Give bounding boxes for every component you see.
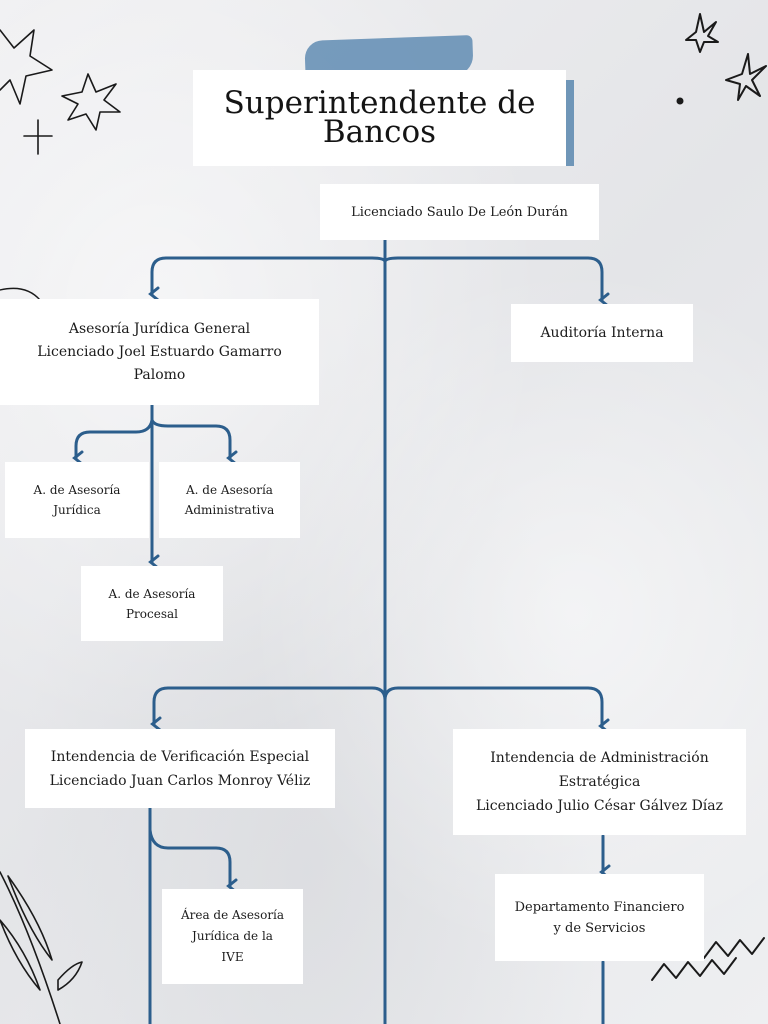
star-doodle-icon <box>0 29 53 105</box>
node-admin-area-line-1: A. de Asesoría <box>186 483 273 497</box>
leaf-branch-icon <box>0 871 61 1024</box>
node-internal-audit: Auditoría Interna <box>511 304 693 362</box>
branch-to-strategic-admin <box>383 686 610 734</box>
title-accent-bar <box>566 80 574 166</box>
node-finance-dept: Departamento Financiero y de Servicios <box>495 874 704 961</box>
node-legal-general-line-3: Palomo <box>133 366 186 383</box>
node-ive-legal-line-3: IVE <box>221 950 244 964</box>
zigzag-icon <box>651 957 737 981</box>
node-admin-area: A. de Asesoría Administrativa <box>159 462 300 538</box>
star-doodle-icon <box>61 73 121 131</box>
node-finance-dept-line-2: y de Servicios <box>553 920 646 936</box>
leaf-branch-icon <box>7 875 53 961</box>
node-ive-legal-line-2: Jurídica de la <box>192 929 273 943</box>
branch-to-internal-audit <box>383 256 610 308</box>
node-internal-audit-label: Auditoría Interna <box>540 325 664 341</box>
star-doodle-icon <box>685 13 719 53</box>
node-superintendent: Licenciado Saulo De León Durán <box>320 184 599 240</box>
node-strategic-admin-line-1: Intendencia de Administración <box>490 750 709 766</box>
branch-to-special-verification <box>150 686 387 732</box>
node-special-verification: Intendencia de Verificación Especial Lic… <box>25 729 335 808</box>
title-box: Superintendente de Bancos <box>193 70 566 166</box>
dot-icon <box>676 97 684 105</box>
node-special-verification-line-2: Licenciado Juan Carlos Monroy Véliz <box>49 772 311 789</box>
node-special-verification-line-1: Intendencia de Verificación Especial <box>50 748 310 765</box>
branch-to-ive-legal <box>148 828 238 894</box>
node-procedural-area: A. de Asesoría Procesal <box>81 566 223 641</box>
node-strategic-admin: Intendencia de Administración Estratégic… <box>453 729 746 835</box>
node-legal-general-line-2: Licenciado Joel Estuardo Gamarro <box>37 343 282 360</box>
zigzag-icon <box>703 937 765 959</box>
node-ive-legal-line-1: Área de Asesoría <box>180 908 285 922</box>
node-superintendent-label: Licenciado Saulo De León Durán <box>351 204 568 220</box>
node-legal-general-line-1: Asesoría Jurídica General <box>68 320 251 337</box>
star-doodle-icon <box>725 53 767 101</box>
page-title-line-2: Bancos <box>322 114 437 150</box>
branch-to-legal-area <box>72 418 154 466</box>
node-finance-dept-line-1: Departamento Financiero <box>514 899 685 915</box>
node-procedural-area-line-2: Procesal <box>125 606 178 621</box>
branch-to-admin-area <box>150 418 238 466</box>
branch-to-legal-general <box>148 256 387 302</box>
node-strategic-admin-line-3: Licenciado Julio César Gálvez Díaz <box>475 798 723 814</box>
node-legal-area-line-1: A. de Asesoría <box>33 483 121 497</box>
node-legal-area: A. de Asesoría Jurídica <box>5 462 149 538</box>
node-admin-area-line-2: Administrativa <box>184 503 275 517</box>
leaf-branch-icon <box>57 961 83 991</box>
leaf-branch-icon <box>0 919 41 991</box>
page-title-line-1: Superintendente de <box>223 85 536 121</box>
arc-doodle-icon <box>0 287 41 301</box>
node-ive-legal: Área de Asesoría Jurídica de la IVE <box>162 889 303 984</box>
node-legal-area-line-2: Jurídica <box>53 503 101 517</box>
sparkle-icon <box>23 119 53 155</box>
node-strategic-admin-line-2: Estratégica <box>558 774 641 790</box>
node-procedural-area-line-1: A. de Asesoría <box>108 586 196 601</box>
node-legal-general: Asesoría Jurídica General Licenciado Joe… <box>0 299 319 405</box>
